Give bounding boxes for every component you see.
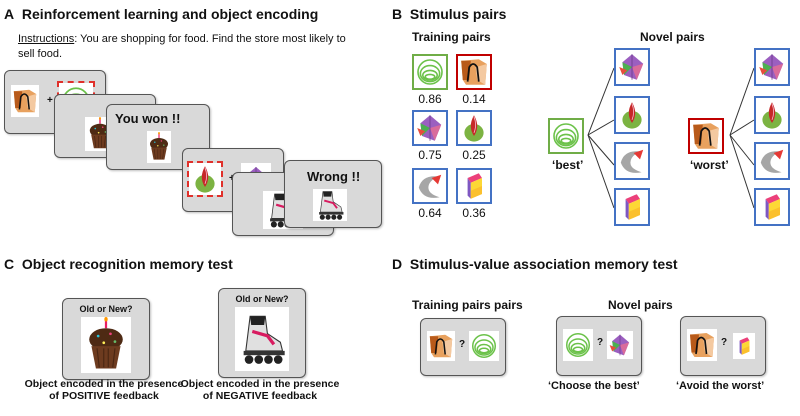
panel-d-heading: Stimulus-value association memory test [409,256,678,272]
worst-stimulus [456,54,492,90]
panel-a-letter: A [4,6,15,22]
plus-sign-2: + [229,173,235,184]
worst-label: ‘worst’ [690,158,729,172]
caption-positive: Object encoded in the presence of POSITI… [24,378,184,402]
feedback-won-text: You won !! [115,111,181,126]
panel-a-title: A Reinforcement learning and object enco… [4,6,318,22]
caption-negative: Object encoded in the presence of NEGATI… [180,378,340,402]
panel-c-heading: Object recognition memory test [21,256,233,272]
skate-small-image [313,189,347,221]
arch-stimulus [11,85,39,117]
best-anchor-stimulus [548,118,584,154]
leaf-stimulus [614,96,650,134]
cupcake-small-image [147,131,171,163]
value-label: 0.25 [462,148,486,162]
novel-pairs-title: Novel pairs [608,298,673,312]
panel-a-heading: Reinforcement learning and object encodi… [21,6,319,22]
arch-stimulus [427,331,455,361]
best-stimulus [412,54,448,90]
recognition-screen-positive: Old or New? [62,298,150,380]
butterfly-stimulus [754,48,790,86]
test-screen-training: ? [420,318,506,376]
circles-stimulus [563,329,593,361]
cube-stimulus [754,188,790,226]
value-label: 0.75 [418,148,442,162]
crescent-stimulus [754,142,790,180]
question-mark: ? [459,339,466,350]
novel-pairs-title: Novel pairs [640,30,705,44]
crescent-stimulus [614,142,650,180]
worst-anchor-stimulus [688,118,724,154]
training-pairs-title: Training pairs pairs [412,298,523,312]
feedback-screen-4: Wrong !! [284,160,382,228]
selected-leaf-stimulus [187,161,223,197]
leaf-stimulus [754,96,790,134]
panel-b-title: B Stimulus pairs [392,6,506,22]
instructions-label: Instructions [18,33,75,45]
panel-d-letter: D [392,256,403,272]
best-label: ‘best’ [552,158,584,172]
value-label: 0.14 [462,92,486,106]
skate-image [235,307,289,371]
cube-stimulus [456,168,492,204]
panel-c-title: C Object recognition memory test [4,256,233,272]
instructions-text: : You are shopping for food. Find the st… [18,33,346,60]
circles-stimulus [469,331,499,361]
instructions: Instructions: You are shopping for food.… [18,32,358,62]
crescent-stimulus [412,168,448,204]
plus-sign: + [47,95,53,106]
leaf-stimulus [456,110,492,146]
panel-b-letter: B [392,6,403,22]
value-label: 0.86 [418,92,442,106]
value-label: 0.36 [462,206,486,220]
cupcake-image [81,317,131,373]
test-screen-avoid-worst: ? [680,316,766,376]
butterfly-stimulus [614,48,650,86]
choose-best-label: ‘Choose the best’ [548,380,640,392]
panel-d-title: D Stimulus-value association memory test [392,256,678,272]
panel-c-letter: C [4,256,15,272]
question-mark: ? [721,337,728,348]
feedback-wrong-text: Wrong !! [307,169,361,184]
arch-stimulus [687,329,717,361]
cube-stimulus [614,188,650,226]
old-or-new-prompt: Old or New? [235,294,289,304]
butterfly-stimulus [412,110,448,146]
panel-b-heading: Stimulus pairs [409,6,507,22]
old-or-new-prompt: Old or New? [79,304,133,314]
recognition-screen-negative: Old or New? [218,288,306,378]
novel-pairs-lines [587,67,755,209]
question-mark: ? [597,337,604,348]
test-screen-choose-best: ? [556,316,642,376]
butterfly-stimulus [607,331,633,359]
cube-stimulus [733,333,755,359]
avoid-worst-label: ‘Avoid the worst’ [676,380,765,392]
value-label: 0.64 [418,206,442,220]
training-pairs-title: Training pairs [412,30,491,44]
